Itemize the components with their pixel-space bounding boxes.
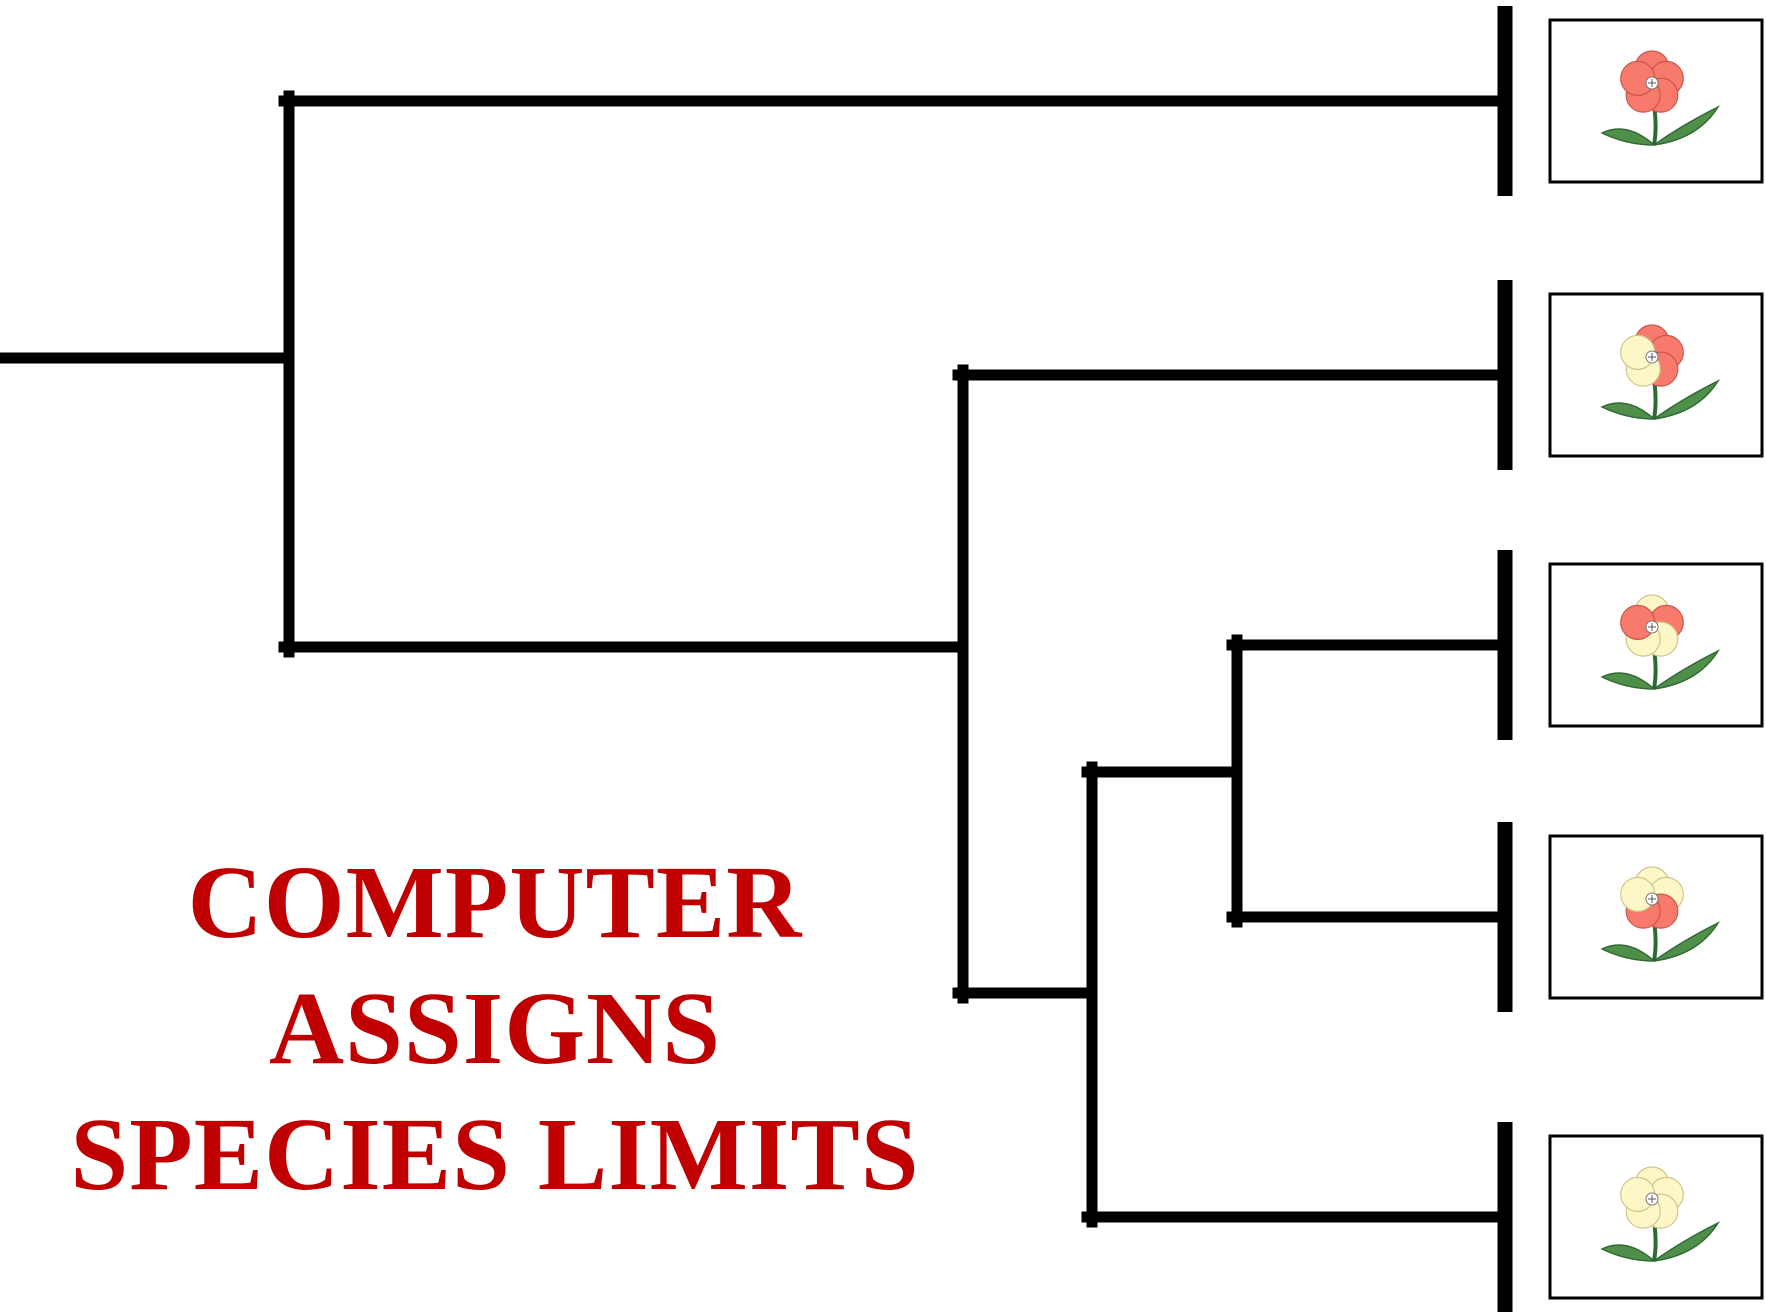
caption-line-3: SPECIES LIMITS <box>30 1092 960 1218</box>
tip-5 <box>1505 1122 1762 1312</box>
tip-boxes <box>1505 6 1762 1312</box>
caption: COMPUTER ASSIGNS SPECIES LIMITS <box>30 840 960 1218</box>
caption-line-2: ASSIGNS <box>30 966 960 1092</box>
tip-1 <box>1505 6 1762 196</box>
tip-4 <box>1505 822 1762 1012</box>
tip-2 <box>1505 280 1762 470</box>
caption-line-1: COMPUTER <box>30 840 960 966</box>
tip-3 <box>1505 550 1762 740</box>
